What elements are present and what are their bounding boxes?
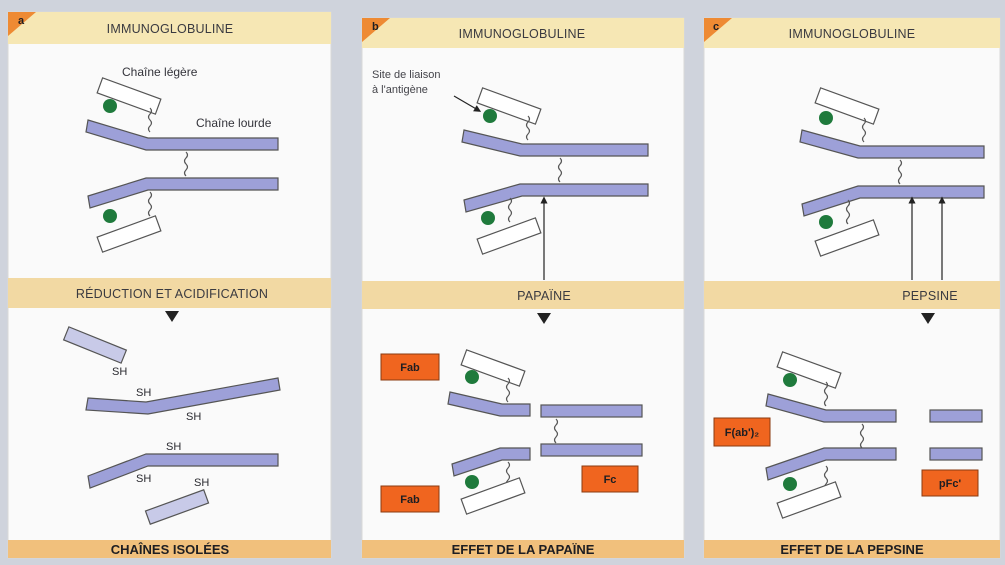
panel-c-step-band [704,281,1000,309]
heavy-chain [801,185,985,217]
antigen-site-label-line1: Site de liaison [372,69,441,81]
antigen-site [465,370,479,384]
heavy-chain-isolated [85,377,281,415]
fab-top-label: Fab [400,362,420,374]
panel-a-header-band [8,12,331,44]
panel-a-letter: a [18,15,25,27]
antigen-site [783,373,797,387]
panel-b-letter: b [372,21,379,33]
light-chain [776,481,842,519]
sh-label: SH [136,473,151,485]
fab-bottom-label: Fab [400,494,420,506]
light-chain [476,217,542,255]
sh-label: SH [166,441,181,453]
fc-label: Fc [604,474,617,486]
antigen-site [481,211,495,225]
panel-c-header: IMMUNOGLOBULINE [789,27,916,41]
heavy-chain-label: Chaîne lourde [196,116,272,130]
panel-a-footer-band [8,540,331,558]
heavy-chain [87,177,279,209]
antigen-site-label-line2: à l'antigène [372,84,428,96]
light-chain [476,87,542,125]
fab2-heavy [765,447,897,481]
fab-heavy [451,447,531,477]
fc-heavy [540,404,643,418]
panel-c-corner-flag [704,18,732,42]
sh-label: SH [194,477,209,489]
antigen-site [465,475,479,489]
panel-b: b IMMUNOGLOBULINE Site de liaison à l'an… [361,17,685,559]
sh-label: SH [186,411,201,423]
fab2-label: F(ab')₂ [725,427,759,439]
panel-c-footer: EFFET DE LA PEPSINE [780,542,924,557]
pointer-arrow [453,95,482,112]
heavy-chain [461,129,649,157]
panel-c-footer-band [704,540,1000,558]
fab2-heavy [765,393,897,423]
heavy-chain [85,119,279,151]
heavy-chain-isolated [87,453,279,489]
light-chain [460,477,526,515]
panel-a-step-label: RÉDUCTION ET ACIDIFICATION [76,286,268,301]
panel-a-header: IMMUNOGLOBULINE [107,22,234,36]
down-arrow-icon [537,313,551,324]
pfc-box [921,469,979,497]
panel-b-footer-band [362,540,684,558]
antigen-site [783,477,797,491]
fc-box [581,465,639,493]
antigen-site [819,111,833,125]
panel-b-footer: EFFET DE LA PAPAÏNE [452,542,595,557]
panel-c: c IMMUNOGLOBULINE PEPSINE F(ab')₂ pFc' [703,17,1001,559]
light-chain [96,215,162,253]
pfc-piece [929,447,983,461]
panel-b-corner-flag [362,18,390,42]
antigen-site [103,99,117,113]
panel-a: a IMMUNOGLOBULINE Chaîne légère Chaîne l… [7,11,332,559]
light-chain-label: Chaîne légère [122,65,198,79]
fab-heavy [447,391,531,417]
light-chain [776,351,842,389]
fc-heavy [540,443,643,457]
sh-label: SH [112,366,127,378]
panel-c-letter: c [713,21,719,33]
pfc-piece [929,409,983,423]
panel-c-step-label: PEPSINE [902,289,958,303]
light-chain-isolated [144,489,210,525]
fab2-box [713,417,771,447]
heavy-chain [799,129,985,159]
light-chain-isolated [62,326,128,364]
fab-top-box [380,353,440,381]
panel-b-step-band [362,281,684,309]
antigen-site [103,209,117,223]
antigen-site [819,215,833,229]
down-arrow-icon [921,313,935,324]
panel-b-header: IMMUNOGLOBULINE [459,27,586,41]
panel-b-header-band [362,18,684,48]
heavy-chain [463,183,649,213]
light-chain [460,349,526,387]
light-chain [96,77,162,115]
panel-c-header-band [704,18,1000,48]
sh-label: SH [136,387,151,399]
panel-a-footer: CHAÎNES ISOLÉES [111,542,230,557]
down-arrow-icon [165,311,179,322]
panel-a-step-band [8,278,331,308]
light-chain [814,219,880,257]
panel-a-corner-flag [8,12,36,36]
antigen-site [483,109,497,123]
fab-bottom-box [380,485,440,513]
pfc-label: pFc' [939,478,962,490]
panel-b-step-label: PAPAÏNE [517,289,571,303]
light-chain [814,87,880,125]
